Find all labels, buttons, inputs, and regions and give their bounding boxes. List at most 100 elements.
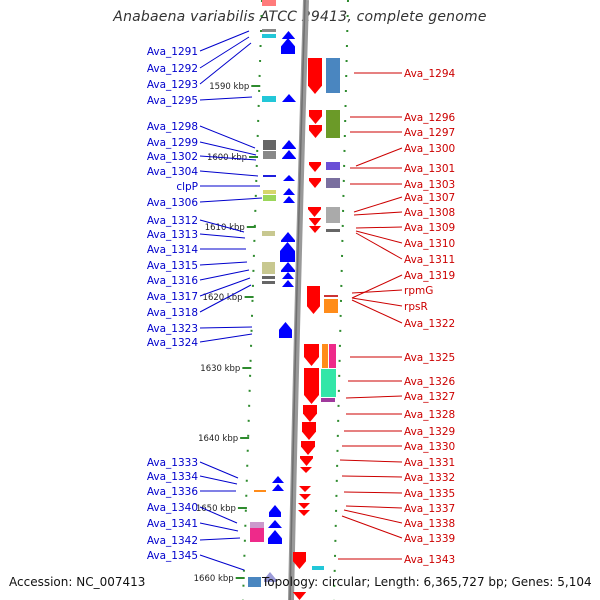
gene-label-ava_1338[interactable]: Ava_1338 <box>404 518 455 530</box>
gene-label-ava_1297[interactable]: Ava_1297 <box>404 127 455 139</box>
scale-label: 1640 kbp <box>198 434 238 444</box>
gene-arrow-forward <box>281 262 295 272</box>
scale-label: 1590 kbp <box>209 82 249 92</box>
label-connector <box>199 506 238 524</box>
gene-label-ava_1300[interactable]: Ava_1300 <box>404 143 455 155</box>
gene-box <box>326 162 340 170</box>
gene-label-ava_1292[interactable]: Ava_1292 <box>147 63 198 75</box>
gene-arrow-forward <box>272 476 284 483</box>
label-connector <box>353 211 403 216</box>
gene-box <box>262 231 275 236</box>
gene-arrow-forward <box>282 140 296 149</box>
gene-arrow-forward <box>282 31 295 39</box>
gene-arrow-reverse <box>298 510 310 516</box>
gene-label-ava_1322[interactable]: Ava_1322 <box>404 318 455 330</box>
gene-label-ava_1319[interactable]: Ava_1319 <box>404 270 455 282</box>
gene-arrow-reverse <box>307 286 320 314</box>
gene-label-ava_1313[interactable]: Ava_1313 <box>147 229 198 241</box>
gene-label-ava_1327[interactable]: Ava_1327 <box>404 391 455 403</box>
gene-label-ava_1311[interactable]: Ava_1311 <box>404 254 455 266</box>
gene-label-ava_1329[interactable]: Ava_1329 <box>404 426 455 438</box>
gene-box <box>254 490 266 492</box>
gene-label-ava_1334[interactable]: Ava_1334 <box>147 471 199 483</box>
gene-label-ava_1325[interactable]: Ava_1325 <box>404 352 455 364</box>
gene-label-ava_1341[interactable]: Ava_1341 <box>147 518 198 530</box>
gene-label-ava_1342[interactable]: Ava_1342 <box>147 535 198 547</box>
gene-label-ava_1293[interactable]: Ava_1293 <box>147 79 198 91</box>
gene-label-ava_1330[interactable]: Ava_1330 <box>404 441 455 453</box>
gene-arrow-forward <box>283 175 295 181</box>
gene-label-ava_1301[interactable]: Ava_1301 <box>404 163 455 175</box>
gene-label-ava_1337[interactable]: Ava_1337 <box>404 503 455 515</box>
gene-arrow-reverse <box>300 456 313 466</box>
gene-label-ava_1317[interactable]: Ava_1317 <box>147 291 198 303</box>
gene-label-ava_1307[interactable]: Ava_1307 <box>404 192 455 204</box>
gene-label-ava_1302[interactable]: Ava_1302 <box>147 151 198 163</box>
gene-arrow-forward <box>268 520 282 528</box>
left-gene-labels: Ava_1291Ava_1292Ava_1293Ava_1295Ava_1298… <box>147 46 199 562</box>
gene-label-ava_1326[interactable]: Ava_1326 <box>404 376 456 388</box>
gene-label-ava_1316[interactable]: Ava_1316 <box>147 275 199 287</box>
gene-label-ava_1332[interactable]: Ava_1332 <box>404 472 455 484</box>
gene-label-ava_1336[interactable]: Ava_1336 <box>147 486 199 498</box>
gene-label-ava_1323[interactable]: Ava_1323 <box>147 323 198 335</box>
gene-box <box>250 522 264 528</box>
label-connector <box>199 333 253 343</box>
label-connector <box>343 509 403 524</box>
gene-label-ava_1312[interactable]: Ava_1312 <box>147 215 198 227</box>
gene-label-ava_1295[interactable]: Ava_1295 <box>147 95 198 107</box>
genome-title: Anabaena variabilis ATCC 29413, complete… <box>113 9 487 25</box>
gene-label-ava_1306[interactable]: Ava_1306 <box>147 197 199 209</box>
right-gene-labels: Ava_1294Ava_1296Ava_1297Ava_1300Ava_1301… <box>404 68 456 566</box>
gene-label-ava_1331[interactable]: Ava_1331 <box>404 457 455 469</box>
gene-label-ava_1314[interactable]: Ava_1314 <box>147 244 199 256</box>
gene-label-ava_1310[interactable]: Ava_1310 <box>404 238 455 250</box>
gene-label-rpmg[interactable]: rpmG <box>404 285 433 297</box>
gene-label-ava_1345[interactable]: Ava_1345 <box>147 550 198 562</box>
gene-box <box>326 58 340 93</box>
scale-guide-right <box>333 0 349 600</box>
label-connector <box>199 537 241 541</box>
gene-label-ava_1294[interactable]: Ava_1294 <box>404 68 456 80</box>
gene-label-ava_1303[interactable]: Ava_1303 <box>404 179 455 191</box>
gene-arrow-reverse <box>301 441 315 455</box>
gene-label-ava_1335[interactable]: Ava_1335 <box>404 488 455 500</box>
label-connector <box>199 522 239 532</box>
gene-label-ava_1318[interactable]: Ava_1318 <box>147 307 198 319</box>
label-connector <box>355 147 403 167</box>
gene-arrow-forward <box>282 94 296 102</box>
gene-box <box>263 190 276 194</box>
gene-label-ava_1324[interactable]: Ava_1324 <box>147 337 199 349</box>
gene-label-ava_1339[interactable]: Ava_1339 <box>404 533 455 545</box>
scale-label: 1630 kbp <box>200 364 240 374</box>
label-connector <box>199 155 257 161</box>
label-connector <box>355 226 403 229</box>
gene-arrow-forward <box>283 188 295 195</box>
gene-label-ava_1298[interactable]: Ava_1298 <box>147 121 198 133</box>
gene-label-ava_1309[interactable]: Ava_1309 <box>404 222 455 234</box>
label-connector <box>355 230 403 244</box>
gene-arrow-forward <box>282 150 296 159</box>
gene-arrow-reverse <box>303 405 317 422</box>
gene-label-rpsr[interactable]: rpsR <box>404 301 428 313</box>
gene-label-ava_1340[interactable]: Ava_1340 <box>147 502 198 514</box>
gene-box <box>250 528 264 542</box>
gene-box <box>324 299 338 313</box>
label-connector <box>351 299 403 324</box>
gene-label-ava_1315[interactable]: Ava_1315 <box>147 260 198 272</box>
gene-box <box>321 369 336 397</box>
gene-label-ava_1308[interactable]: Ava_1308 <box>404 207 455 219</box>
gene-label-ava_1304[interactable]: Ava_1304 <box>147 166 199 178</box>
gene-label-ava_1296[interactable]: Ava_1296 <box>404 112 456 124</box>
gene-label-clpp[interactable]: clpP <box>176 181 198 193</box>
gene-label-ava_1343[interactable]: Ava_1343 <box>404 554 455 566</box>
gene-label-ava_1333[interactable]: Ava_1333 <box>147 457 198 469</box>
gene-box <box>263 175 276 177</box>
gene-label-ava_1291[interactable]: Ava_1291 <box>147 46 198 58</box>
gene-box <box>324 295 338 297</box>
gene-label-ava_1299[interactable]: Ava_1299 <box>147 137 198 149</box>
label-connector <box>351 274 403 299</box>
gene-label-ava_1328[interactable]: Ava_1328 <box>404 409 455 421</box>
gene-arrow-reverse <box>308 58 322 94</box>
gene-arrow-reverse <box>293 552 306 569</box>
